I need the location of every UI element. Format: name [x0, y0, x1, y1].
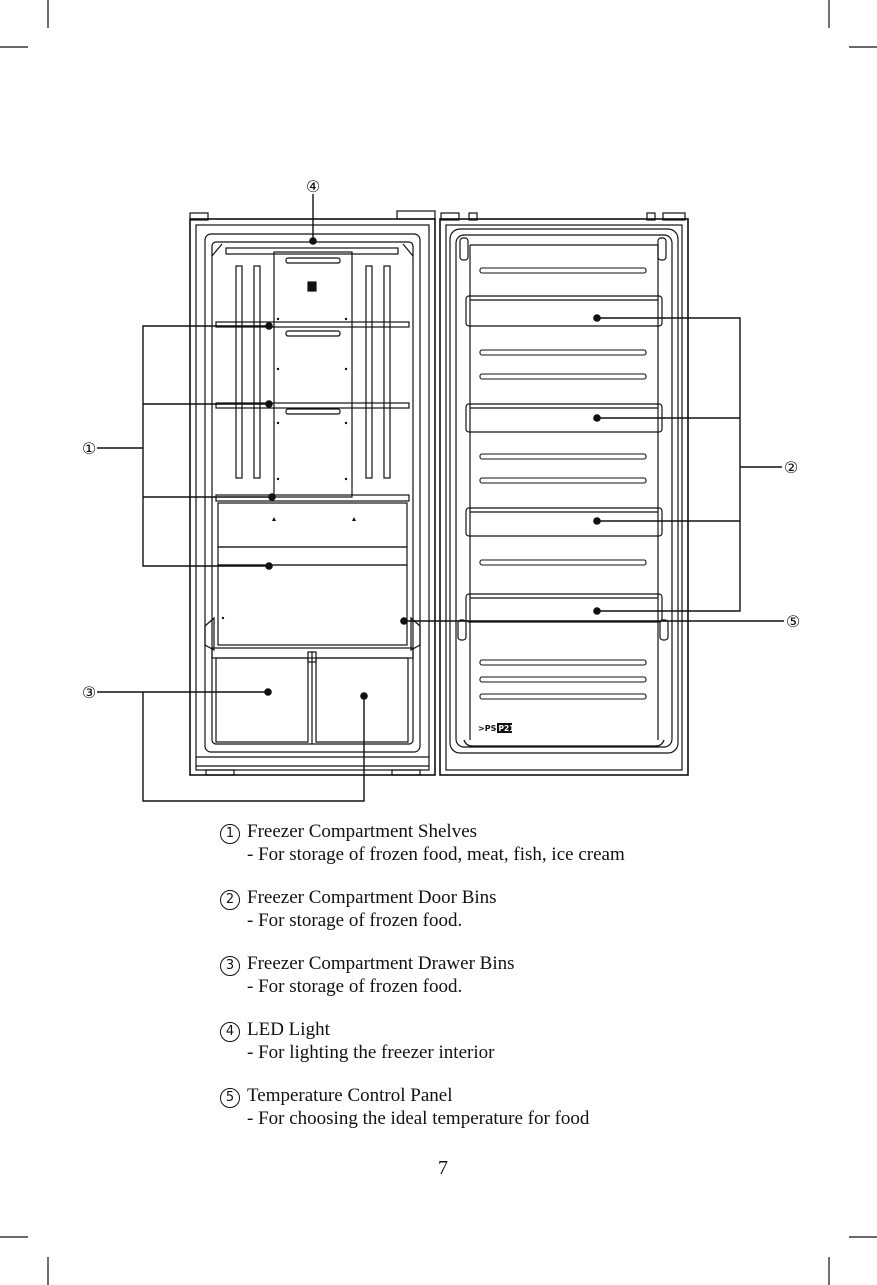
leader-dots: [264, 237, 601, 700]
svg-text:②: ②: [784, 458, 798, 477]
svg-text:③: ③: [82, 683, 96, 702]
legend-number-badge: 5: [220, 1088, 240, 1108]
callout-3: ③: [82, 683, 96, 702]
callout-5: ⑤: [786, 612, 800, 631]
legend-description: - For storage of frozen food.: [247, 909, 462, 933]
svg-text:①: ①: [82, 439, 96, 458]
svg-text:P21: P21: [499, 724, 515, 733]
legend-description: - For choosing the ideal temperature for…: [247, 1107, 589, 1131]
legend-number-badge: 1: [220, 824, 240, 844]
legend-item: 4 LED Light - For lighting the freezer i…: [220, 1018, 740, 1084]
legend-item: 3 Freezer Compartment Drawer Bins - For …: [220, 952, 740, 1018]
svg-text:④: ④: [306, 177, 320, 196]
callout-4: ④: [306, 177, 320, 196]
legend-number-badge: 3: [220, 956, 240, 976]
legend-item: 1 Freezer Compartment Shelves - For stor…: [220, 820, 740, 886]
door-bars: [480, 268, 646, 699]
legend-description: - For storage of frozen food.: [247, 975, 462, 999]
page-number: 7: [428, 1157, 458, 1180]
legend-title: LED Light: [247, 1018, 330, 1042]
legend: 1 Freezer Compartment Shelves - For stor…: [220, 820, 740, 1150]
legend-title: Freezer Compartment Shelves: [247, 820, 477, 844]
svg-text:⑤: ⑤: [786, 612, 800, 631]
legend-number-badge: 2: [220, 890, 240, 910]
legend-item: 2 Freezer Compartment Door Bins - For st…: [220, 886, 740, 952]
legend-title: Freezer Compartment Door Bins: [247, 886, 497, 910]
legend-title: Freezer Compartment Drawer Bins: [247, 952, 515, 976]
legend-description: - For storage of frozen food, meat, fish…: [247, 843, 625, 867]
legend-description: - For lighting the freezer interior: [247, 1041, 494, 1065]
freezer-cabinet: [190, 211, 435, 775]
legend-item: 5 Temperature Control Panel - For choosi…: [220, 1084, 740, 1150]
freezer-door: [440, 213, 688, 775]
callout-1: ①: [82, 439, 96, 458]
legend-title: Temperature Control Panel: [247, 1084, 453, 1108]
door-marking: >PS< P21: [478, 723, 514, 733]
legend-number-badge: 4: [220, 1022, 240, 1042]
callout-2: ②: [784, 458, 798, 477]
